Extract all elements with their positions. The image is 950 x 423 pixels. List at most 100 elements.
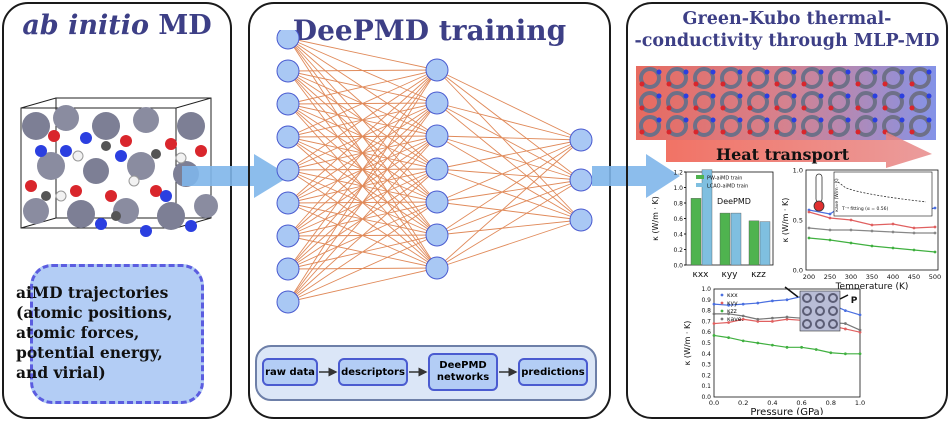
- lattice-atom: [909, 81, 915, 87]
- panel-deepmd-training: DeePMD training: [248, 2, 611, 419]
- flow-arrow-1: [182, 154, 290, 198]
- pressure-point: [858, 328, 862, 332]
- pressure-point: [858, 313, 862, 317]
- x-tick-label: 300: [845, 273, 857, 281]
- y-tick-label: 1.0: [673, 185, 683, 192]
- lattice-atom: [693, 105, 699, 111]
- panel-title-ab-initio-md: ab initio MD: [4, 10, 230, 41]
- lattice-atom: [909, 105, 915, 111]
- lattice-atom: [926, 93, 932, 99]
- network-node: [276, 125, 300, 149]
- temperature-point: [912, 231, 916, 235]
- lattice-ring: [882, 91, 904, 113]
- pressure-point: [771, 316, 774, 320]
- lattice-atom: [737, 69, 743, 75]
- temperature-point: [828, 212, 832, 216]
- temperature-point: [870, 223, 874, 227]
- network-edge: [287, 69, 438, 237]
- title-rest-part: MD: [148, 10, 212, 41]
- lattice-atom: [828, 81, 834, 87]
- temperature-point: [891, 230, 895, 234]
- network-node: [276, 257, 300, 281]
- flow-arrow-2: [592, 154, 680, 198]
- structure-ring: [815, 306, 825, 316]
- pressure-point: [741, 302, 745, 306]
- y-tick-label: 0.2: [673, 247, 683, 254]
- network-edge: [287, 234, 438, 303]
- lattice-atom: [791, 93, 797, 99]
- legend-label: LCAO-aiMD train: [707, 184, 748, 190]
- network-edge: [436, 179, 582, 236]
- network-edge: [436, 179, 582, 203]
- pipeline-arrows: [319, 367, 518, 377]
- pressure-point: [727, 321, 730, 324]
- lattice-ring: [855, 115, 877, 137]
- y-tick-label: 0.4: [701, 351, 711, 358]
- x-axis-label: Temperature (K): [835, 282, 909, 290]
- chart-annotation: DeePMD: [717, 197, 751, 206]
- structure-ring: [828, 293, 838, 303]
- lattice-ring: [855, 67, 877, 89]
- lattice-ring: [639, 91, 661, 113]
- lattice-atom: [747, 129, 753, 135]
- lattice-atom: [774, 129, 780, 135]
- x-tick-label: 0.6: [796, 399, 806, 407]
- network-node: [569, 128, 593, 152]
- lattice-atom: [656, 117, 662, 123]
- network-edge: [287, 102, 438, 303]
- x-tick-label: 0.4: [767, 399, 777, 407]
- network-node: [425, 91, 449, 115]
- pressure-point: [800, 345, 803, 349]
- lattice-atom: [764, 117, 770, 123]
- lattice-ring: [693, 91, 715, 113]
- network-edge: [287, 69, 438, 270]
- x-tick-label: 1.0: [855, 399, 865, 407]
- lattice-atom: [801, 129, 807, 135]
- lattice-ring: [801, 67, 823, 89]
- lattice-atom: [693, 129, 699, 135]
- pressure-point: [771, 343, 774, 347]
- structure-ring: [815, 293, 825, 303]
- network-edge: [436, 168, 582, 181]
- x-tick-label: 250: [824, 273, 836, 281]
- network-node: [425, 124, 449, 148]
- pressure-point: [829, 351, 833, 355]
- x-axis-label: Pressure (GPa): [750, 407, 823, 415]
- lattice-atom: [666, 81, 672, 87]
- pressure-point: [727, 312, 730, 316]
- network-edge: [436, 168, 582, 221]
- lattice-ring: [666, 67, 688, 89]
- lattice-atom: [710, 117, 716, 123]
- network-node: [425, 256, 449, 280]
- lattice-ring: [828, 67, 850, 89]
- network-node: [425, 223, 449, 247]
- pressure-point: [712, 322, 716, 325]
- x-tick-label: 0.8: [826, 399, 836, 407]
- network-edge: [287, 69, 438, 72]
- legend-label: κzz: [727, 308, 737, 315]
- network-edge: [287, 267, 438, 303]
- temperature-point: [891, 222, 895, 226]
- legend-marker: [720, 309, 724, 313]
- lattice-atom: [656, 69, 662, 75]
- y-axis-label: κ (W/m · K): [781, 198, 790, 243]
- pressure-point: [741, 339, 745, 343]
- legend-marker: [720, 293, 724, 297]
- legend-marker: [720, 317, 724, 321]
- heat-transport-label: Heat transport: [716, 145, 850, 164]
- lattice-ring: [693, 67, 715, 89]
- x-tick-label: 350: [866, 273, 878, 281]
- lattice-atom: [720, 105, 726, 111]
- lattice-ring: [720, 67, 742, 89]
- pressure-point: [844, 352, 847, 356]
- lattice-atom: [693, 81, 699, 87]
- neural-network-diagram: [276, 30, 593, 314]
- lattice-ring: [774, 115, 796, 137]
- lattice-atom: [845, 69, 851, 75]
- lattice-atom: [747, 105, 753, 111]
- title-italic-part: ab initio: [22, 10, 149, 41]
- pressure-structure-image: [799, 290, 841, 332]
- network-edge: [436, 135, 582, 181]
- lattice-atom: [666, 129, 672, 135]
